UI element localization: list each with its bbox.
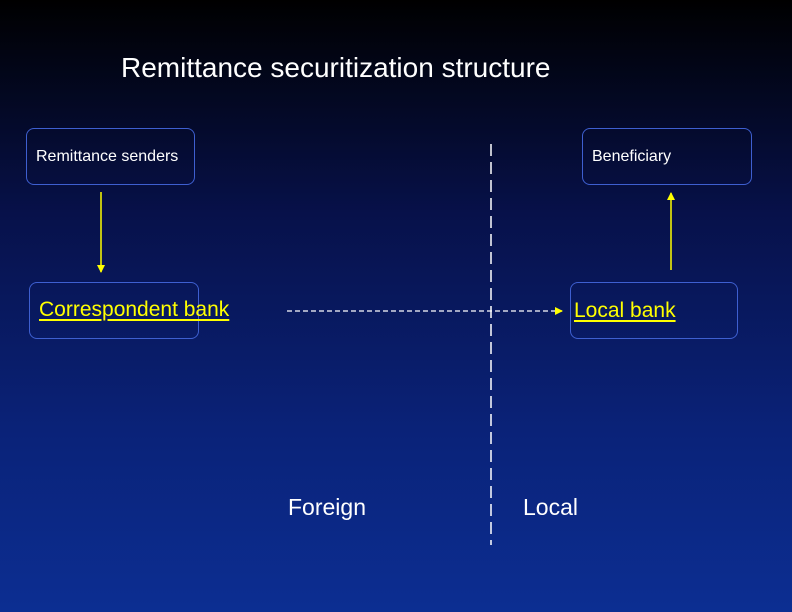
beneficiary-label: Beneficiary [592, 148, 672, 165]
correspondent-bank-label: Correspondent bank [39, 298, 230, 321]
local-bank-label: Local bank [574, 299, 676, 322]
local-region-label: Local [523, 494, 578, 520]
remittance-senders-box [26, 128, 195, 185]
foreign-region-label: Foreign [288, 494, 366, 520]
correspondent-bank-box [29, 282, 199, 339]
beneficiary-box [582, 128, 752, 185]
remittance-senders-label: Remittance senders [36, 148, 179, 165]
slide-title: Remittance securitization structure [121, 52, 551, 83]
local-bank-box [570, 282, 738, 339]
